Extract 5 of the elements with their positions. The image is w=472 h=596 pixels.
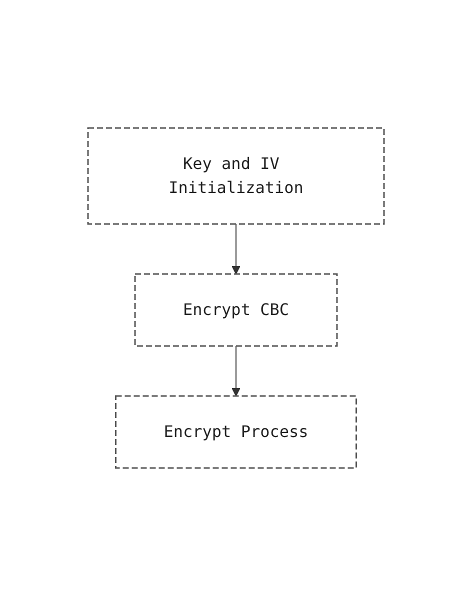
arrow bbox=[232, 346, 240, 396]
node-box: Key and IV Initialization bbox=[87, 127, 385, 225]
node-box: Encrypt CBC bbox=[134, 273, 338, 347]
node-box: Encrypt Process bbox=[115, 395, 357, 469]
arrow bbox=[232, 224, 240, 274]
